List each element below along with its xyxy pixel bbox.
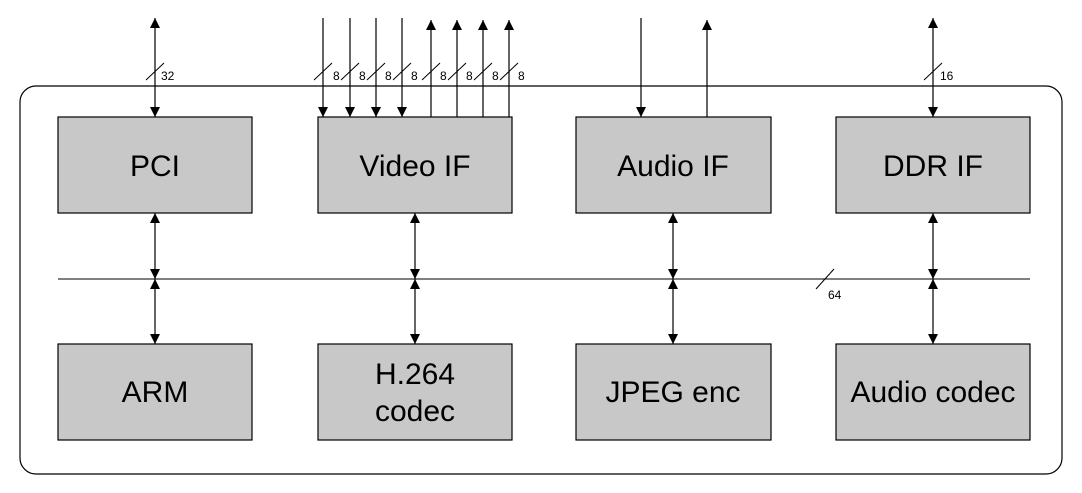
jpeg-enc-block: JPEG enc (575, 343, 772, 441)
jpeg-enc-label: JPEG enc (605, 376, 740, 409)
video-width-label-5: 8 (440, 69, 447, 83)
pci-width-slash (145, 62, 165, 81)
video-width-markers: 8 8 8 8 8 8 8 8 (313, 62, 525, 83)
internal-bus-width-label: 64 (828, 288, 842, 302)
h264-label-line2: codec (375, 395, 455, 428)
arm-label: ARM (122, 376, 189, 409)
arm-block: ARM (57, 343, 253, 441)
video-width-label-2: 8 (359, 69, 366, 83)
ddr-width-label: 16 (940, 69, 954, 83)
audio-codec-label: Audio codec (850, 376, 1015, 409)
pci-width-label: 32 (161, 69, 175, 83)
video-width-label-7: 8 (492, 69, 499, 83)
video-width-label-6: 8 (466, 69, 473, 83)
ddr-if-label: DDR IF (883, 150, 983, 183)
ddr-if-block: DDR IF (835, 116, 1031, 214)
audio-if-block: Audio IF (575, 116, 772, 214)
video-width-label-1: 8 (333, 69, 340, 83)
pci-label: PCI (130, 150, 180, 183)
video-width-label-8: 8 (518, 69, 525, 83)
audio-codec-block: Audio codec (835, 343, 1031, 441)
video-width-label-3: 8 (385, 69, 392, 83)
video-if-block: Video IF (317, 116, 513, 214)
audio-if-label: Audio IF (617, 150, 729, 183)
h264-codec-block: H.264 codec (317, 343, 513, 441)
video-width-label-4: 8 (411, 69, 418, 83)
pci-block: PCI (57, 116, 253, 214)
h264-label-line1: H.264 (375, 358, 455, 391)
internal-bus-slash (815, 268, 835, 290)
video-if-label: Video IF (359, 150, 470, 183)
ddr-width-slash (923, 62, 943, 81)
chip-boundary (19, 85, 1063, 475)
